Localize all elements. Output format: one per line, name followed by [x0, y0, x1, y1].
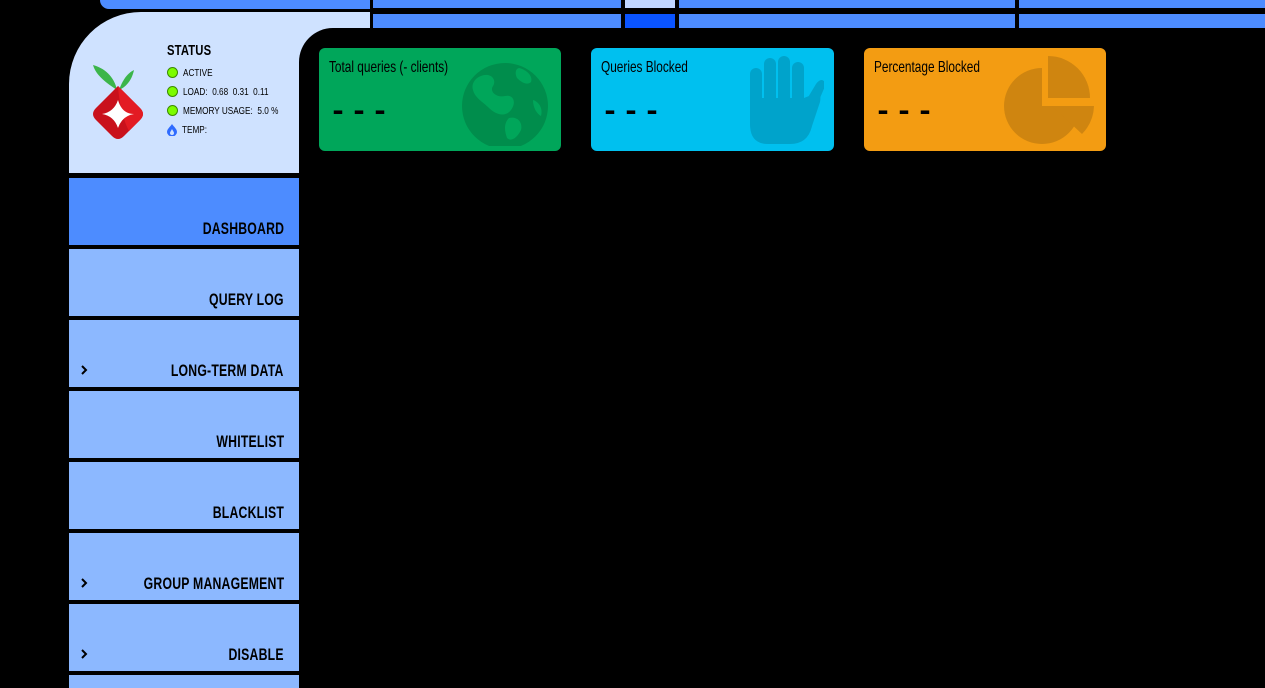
sidebar-nav: DASHBOARD QUERY LOG LONG-TERM DATA WHITE… — [69, 178, 299, 688]
card-title: Queries Blocked — [601, 59, 688, 76]
top-bar-segment — [373, 0, 621, 8]
memory-label: MEMORY USAGE: — [183, 104, 253, 117]
chevron-right-icon — [81, 578, 88, 588]
pie-chart-icon — [1004, 56, 1094, 144]
sidebar-item-whitelist[interactable]: WHITELIST — [69, 391, 299, 458]
temp-label: TEMP: — [182, 123, 208, 136]
top-bar-segment — [679, 0, 1015, 8]
load-values: 0.68 0.31 0.11 — [212, 85, 269, 98]
sidebar-item-dashboard[interactable]: DASHBOARD — [69, 178, 299, 245]
sidebar-item-partial[interactable] — [69, 675, 299, 688]
chevron-right-icon — [81, 365, 88, 375]
sidebar-item-label: LONG-TERM DATA — [171, 361, 284, 380]
total-queries-card: Total queries (- clients) --- — [319, 48, 561, 151]
sidebar-item-label: BLACKLIST — [212, 503, 284, 522]
top-bar-segment — [1019, 0, 1265, 8]
sidebar-item-label: DASHBOARD — [202, 219, 284, 238]
globe-icon — [462, 63, 548, 146]
load-dot-icon — [167, 86, 178, 97]
sidebar-item-label: GROUP MANAGEMENT — [143, 574, 284, 593]
status-load-row: LOAD: 0.68 0.31 0.11 — [167, 82, 292, 101]
sidebar-item-long-term-data[interactable]: LONG-TERM DATA — [69, 320, 299, 387]
sidebar-item-blacklist[interactable]: BLACKLIST — [69, 462, 299, 529]
status-active-row: ACTIVE — [167, 63, 292, 82]
percentage-blocked-card: Percentage Blocked --- — [864, 48, 1106, 151]
memory-dot-icon — [167, 105, 178, 116]
memory-value: 5.0 % — [257, 104, 279, 117]
sidebar-item-label: QUERY LOG — [209, 290, 284, 309]
fire-icon — [167, 123, 177, 136]
active-dot-icon — [167, 67, 178, 78]
top-bar-segment — [1019, 14, 1265, 28]
sidebar-item-label: DISABLE — [228, 645, 284, 664]
top-bar-segment — [373, 14, 621, 28]
sidebar-item-disable[interactable]: DISABLE — [69, 604, 299, 671]
sidebar-item-label: WHITELIST — [216, 432, 284, 451]
queries-blocked-card: Queries Blocked --- — [591, 48, 834, 151]
status-temp-row: TEMP: — [167, 120, 292, 139]
load-label: LOAD: — [183, 85, 208, 98]
status-title: STATUS — [167, 42, 212, 59]
status-memory-row: MEMORY USAGE: 5.0 % — [167, 101, 292, 120]
card-value: --- — [601, 96, 665, 130]
top-bar-segment-accent — [625, 14, 675, 28]
top-bar-segment — [625, 0, 675, 8]
pihole-logo[interactable] — [90, 62, 148, 144]
sidebar-item-query-log[interactable]: QUERY LOG — [69, 249, 299, 316]
top-bar-segment — [679, 14, 1015, 28]
status-panel: STATUS ACTIVE LOAD: 0.68 0.31 0.11 MEMOR… — [167, 42, 292, 139]
sidebar-item-group-management[interactable]: GROUP MANAGEMENT — [69, 533, 299, 600]
card-value: --- — [874, 96, 938, 130]
status-active-label: ACTIVE — [183, 66, 213, 79]
card-title: Total queries (- clients) — [329, 59, 449, 76]
top-bar-curve — [100, 0, 370, 9]
card-value: --- — [329, 96, 393, 130]
card-title: Percentage Blocked — [874, 59, 980, 76]
chevron-right-icon — [81, 649, 88, 659]
hand-icon — [750, 56, 824, 144]
